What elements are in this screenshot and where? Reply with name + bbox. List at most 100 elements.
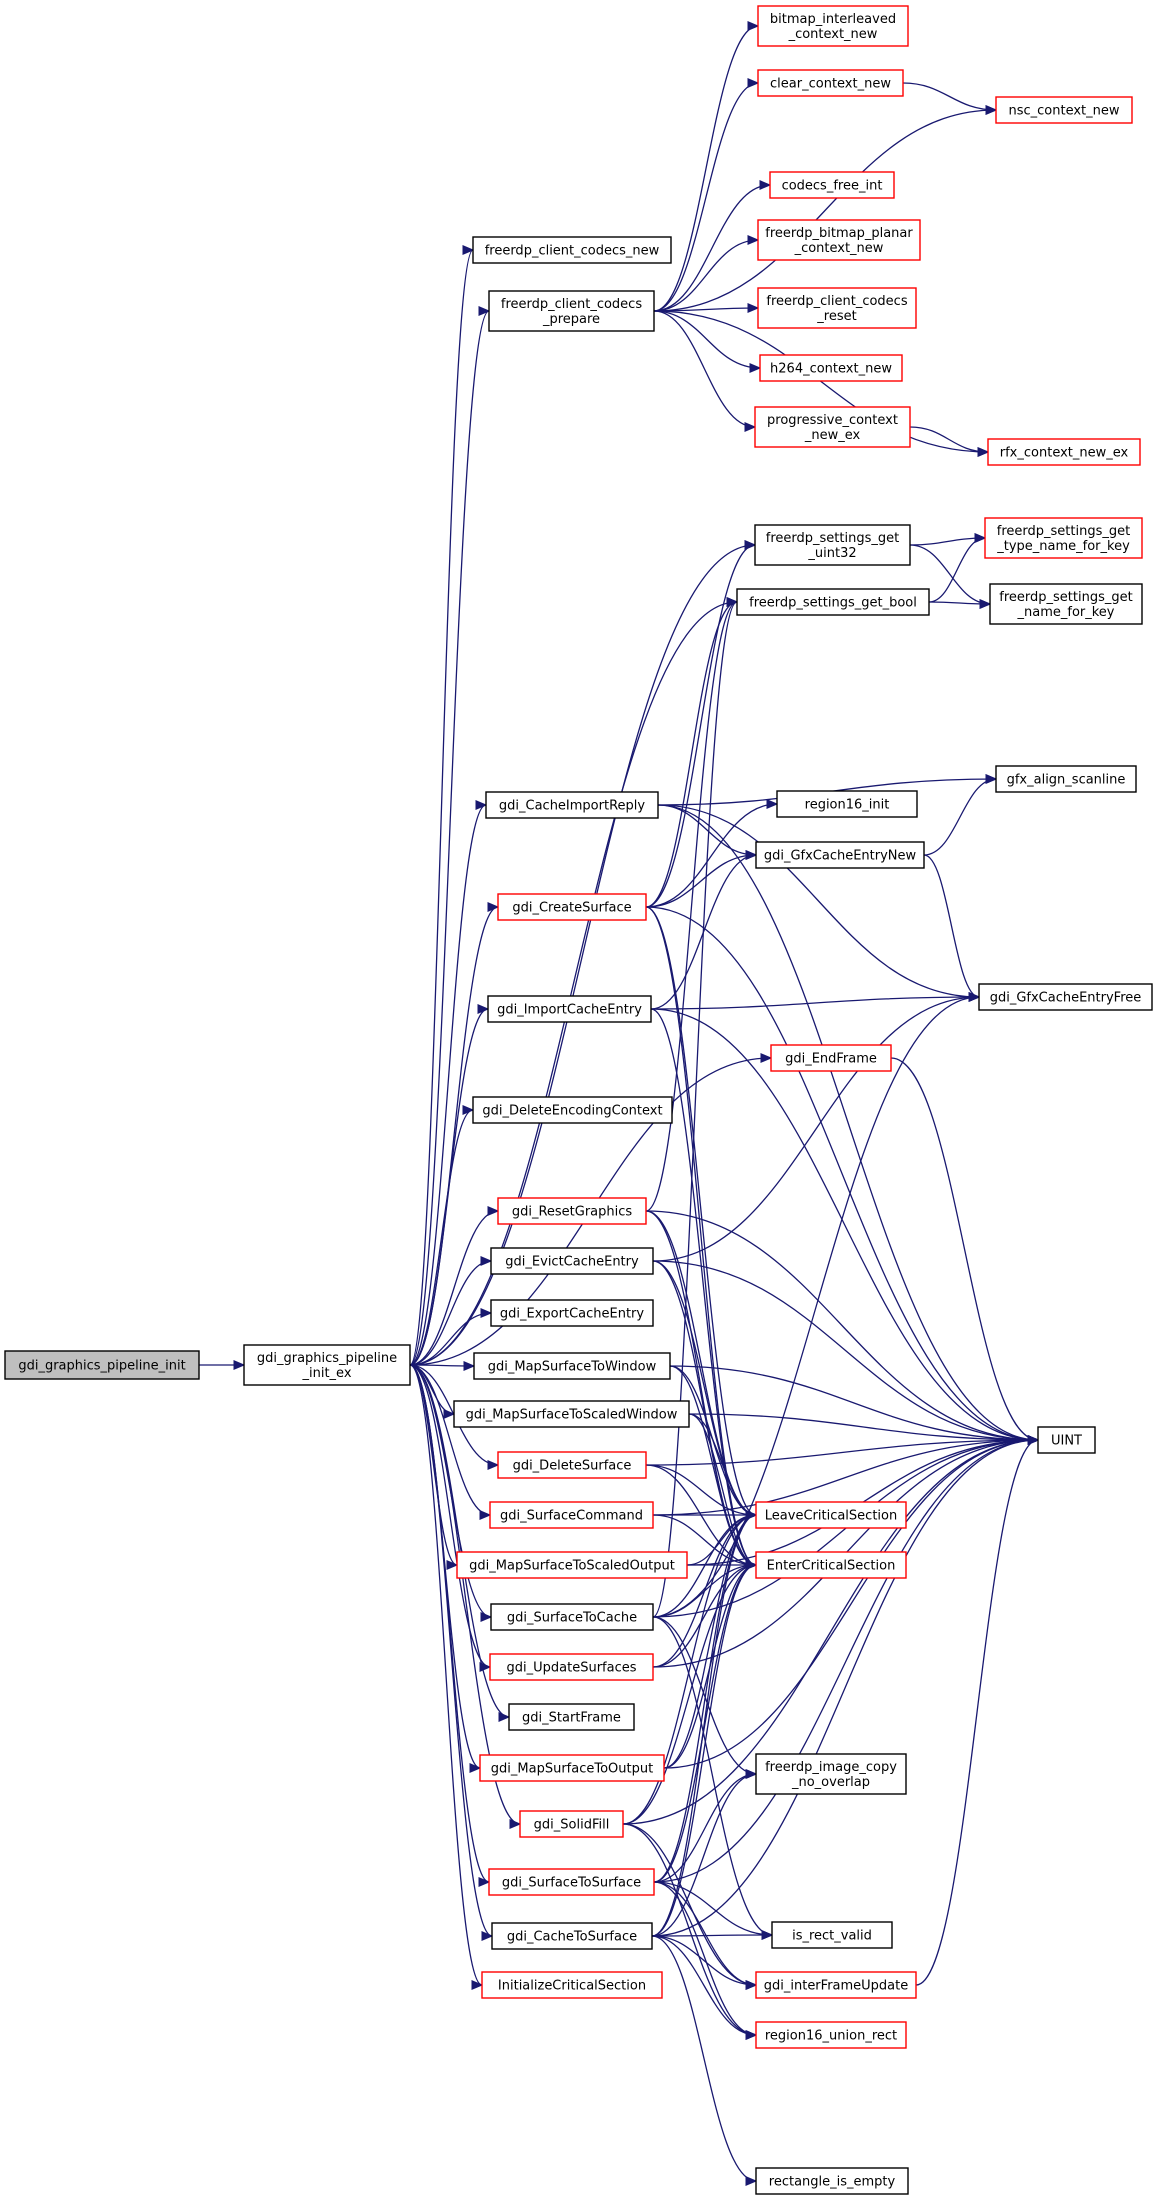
node-start-frame[interactable]: gdi_StartFrame bbox=[508, 1703, 635, 1731]
node-box bbox=[488, 1868, 655, 1896]
edge-solid-fill-to-leave-cs bbox=[622, 1514, 757, 1825]
node-create-surface[interactable]: gdi_CreateSurface bbox=[497, 893, 647, 921]
edge-ex-to-delete-encoding bbox=[409, 1109, 474, 1366]
node-box bbox=[776, 790, 918, 818]
node-label: gdi_SurfaceToCache bbox=[507, 1611, 637, 1626]
node-map-output[interactable]: gdi_MapSurfaceToOutput bbox=[479, 1754, 665, 1782]
node-cache-import-reply[interactable]: gdi_CacheImportReply bbox=[485, 791, 659, 819]
node-type-name[interactable]: freerdp_settings_get_type_name_for_key bbox=[984, 517, 1143, 559]
edge-cache-import-reply-to-uint bbox=[657, 804, 1039, 1441]
node-label: gdi_ExportCacheEntry bbox=[500, 1307, 644, 1322]
node-name-for-key[interactable]: freerdp_settings_get_name_for_key bbox=[989, 583, 1143, 625]
node-get-uint32[interactable]: freerdp_settings_get_uint32 bbox=[754, 524, 911, 566]
node-label: freerdp_client_codecs bbox=[501, 297, 642, 312]
edge-ex-to-update-surfaces bbox=[409, 1364, 491, 1668]
node-box bbox=[481, 1971, 663, 1999]
node-surface-command[interactable]: gdi_SurfaceCommand bbox=[489, 1501, 654, 1529]
edge-map-scaled-window-to-enter-cs bbox=[688, 1413, 757, 1566]
edge-cache-to-surface-to-enter-cs bbox=[651, 1564, 757, 1937]
node-map-scaled-output[interactable]: gdi_MapSurfaceToScaledOutput bbox=[456, 1551, 688, 1579]
edge-ex-to-codecs-new bbox=[409, 249, 474, 1366]
node-bitmap-interleaved[interactable]: bitmap_interleaved_context_new bbox=[757, 5, 909, 47]
node-box bbox=[757, 69, 904, 97]
node-image-copy[interactable]: freerdp_image_copy_no_overlap bbox=[755, 1753, 907, 1795]
edge-arrowhead bbox=[761, 1930, 774, 1940]
node-enter-cs[interactable]: EnterCriticalSection bbox=[755, 1551, 907, 1579]
node-reset-graphics[interactable]: gdi_ResetGraphics bbox=[497, 1197, 647, 1225]
node-evict-cache[interactable]: gdi_EvictCacheEntry bbox=[490, 1247, 654, 1275]
node-import-cache[interactable]: gdi_ImportCacheEntry bbox=[487, 995, 652, 1023]
node-surface-to-surface[interactable]: gdi_SurfaceToSurface bbox=[488, 1868, 655, 1896]
edge-clear-context-to-nsc-context bbox=[902, 82, 997, 111]
node-progressive[interactable]: progressive_context_new_ex bbox=[754, 406, 911, 448]
node-end-frame[interactable]: gdi_EndFrame bbox=[770, 1044, 892, 1072]
edge-import-cache-to-uint bbox=[650, 1008, 1039, 1441]
edge-update-surfaces-to-enter-cs bbox=[652, 1564, 757, 1668]
node-uint[interactable]: UINT bbox=[1037, 1426, 1096, 1454]
node-label: freerdp_bitmap_planar bbox=[765, 226, 913, 241]
node-gfx-align[interactable]: gfx_align_scanline bbox=[995, 765, 1137, 793]
edge-arrowhead bbox=[469, 1763, 482, 1773]
edge-cache-to-surface-to-leave-cs bbox=[651, 1514, 757, 1937]
node-delete-encoding[interactable]: gdi_DeleteEncodingContext bbox=[472, 1096, 673, 1124]
edge-surface-to-cache-to-cache-entry-free bbox=[652, 996, 980, 1618]
edge-solid-fill-to-region16-union bbox=[622, 1823, 757, 2036]
node-box bbox=[757, 287, 917, 329]
node-nsc-context[interactable]: nsc_context_new bbox=[995, 96, 1133, 124]
edge-cache-import-reply-to-cache-entry-free bbox=[657, 804, 980, 998]
node-cache-entry-new[interactable]: gdi_GfxCacheEntryNew bbox=[755, 841, 925, 869]
node-label: _new_ex bbox=[804, 428, 861, 443]
node-map-window[interactable]: gdi_MapSurfaceToWindow bbox=[473, 1352, 671, 1380]
node-h264[interactable]: h264_context_new bbox=[759, 354, 903, 382]
node-cache-to-surface[interactable]: gdi_CacheToSurface bbox=[491, 1922, 653, 1950]
node-codecs-free[interactable]: codecs_free_int bbox=[769, 171, 895, 199]
node-label: gdi_EvictCacheEntry bbox=[505, 1255, 639, 1270]
node-box bbox=[989, 583, 1143, 625]
node-label: gdi_CacheImportReply bbox=[499, 799, 645, 814]
edge-arrowhead bbox=[487, 1206, 500, 1216]
edge-get-uint32-to-name-for-key bbox=[909, 544, 991, 605]
node-ex[interactable]: gdi_graphics_pipeline_init_ex bbox=[243, 1344, 411, 1386]
node-box bbox=[754, 406, 911, 448]
node-solid-fill[interactable]: gdi_SolidFill bbox=[519, 1810, 624, 1838]
edge-arrowhead bbox=[745, 1980, 758, 1990]
node-codecs-prepare[interactable]: freerdp_client_codecs_prepare bbox=[488, 290, 655, 332]
node-cache-entry-free[interactable]: gdi_GfxCacheEntryFree bbox=[978, 983, 1153, 1011]
node-box bbox=[497, 1451, 647, 1479]
edge-arrowhead bbox=[487, 1460, 500, 1470]
node-update-surfaces[interactable]: gdi_UpdateSurfaces bbox=[489, 1653, 654, 1681]
node-map-scaled-window[interactable]: gdi_MapSurfaceToScaledWindow bbox=[453, 1400, 690, 1428]
node-label: rectangle_is_empty bbox=[769, 2175, 896, 2190]
node-surface-to-cache[interactable]: gdi_SurfaceToCache bbox=[490, 1603, 654, 1631]
node-inter-frame[interactable]: gdi_interFrameUpdate bbox=[755, 1971, 917, 1999]
node-codecs-new[interactable]: freerdp_client_codecs_new bbox=[472, 236, 672, 264]
node-init-cs[interactable]: InitializeCriticalSection bbox=[481, 1971, 663, 1999]
edge-arrowhead bbox=[480, 1612, 493, 1622]
node-root[interactable]: gdi_graphics_pipeline_init bbox=[4, 1350, 200, 1380]
node-label: freerdp_client_codecs bbox=[766, 294, 907, 309]
node-label: gdi_MapSurfaceToWindow bbox=[488, 1360, 657, 1375]
node-clear-context[interactable]: clear_context_new bbox=[757, 69, 904, 97]
node-box bbox=[755, 1753, 907, 1795]
node-bitmap-planar[interactable]: freerdp_bitmap_planar_context_new bbox=[757, 219, 921, 261]
node-codecs-reset[interactable]: freerdp_client_codecs_reset bbox=[757, 287, 917, 329]
node-leave-cs[interactable]: LeaveCriticalSection bbox=[755, 1501, 907, 1529]
node-label: InitializeCriticalSection bbox=[498, 1979, 646, 1994]
edge-arrowhead bbox=[747, 78, 760, 88]
node-delete-surface[interactable]: gdi_DeleteSurface bbox=[497, 1451, 647, 1479]
node-rfx[interactable]: rfx_context_new_ex bbox=[987, 438, 1141, 466]
edge-arrowhead bbox=[479, 1510, 492, 1520]
node-export-cache[interactable]: gdi_ExportCacheEntry bbox=[490, 1299, 654, 1327]
node-get-bool[interactable]: freerdp_settings_get_bool bbox=[736, 588, 930, 616]
edge-arrowhead bbox=[974, 533, 987, 543]
node-label: freerdp_settings_get_bool bbox=[749, 596, 917, 611]
node-region16-union[interactable]: region16_union_rect bbox=[755, 2021, 907, 2049]
node-label: gdi_StartFrame bbox=[522, 1711, 621, 1726]
node-rect-empty[interactable]: rectangle_is_empty bbox=[755, 2167, 909, 2195]
node-box bbox=[489, 1653, 654, 1681]
node-is-rect-valid[interactable]: is_rect_valid bbox=[771, 1921, 893, 1949]
edge-create-surface-to-uint bbox=[645, 906, 1039, 1441]
edge-surface-to-surface-to-is-rect-valid bbox=[653, 1881, 773, 1936]
node-region16-init[interactable]: region16_init bbox=[776, 790, 918, 818]
